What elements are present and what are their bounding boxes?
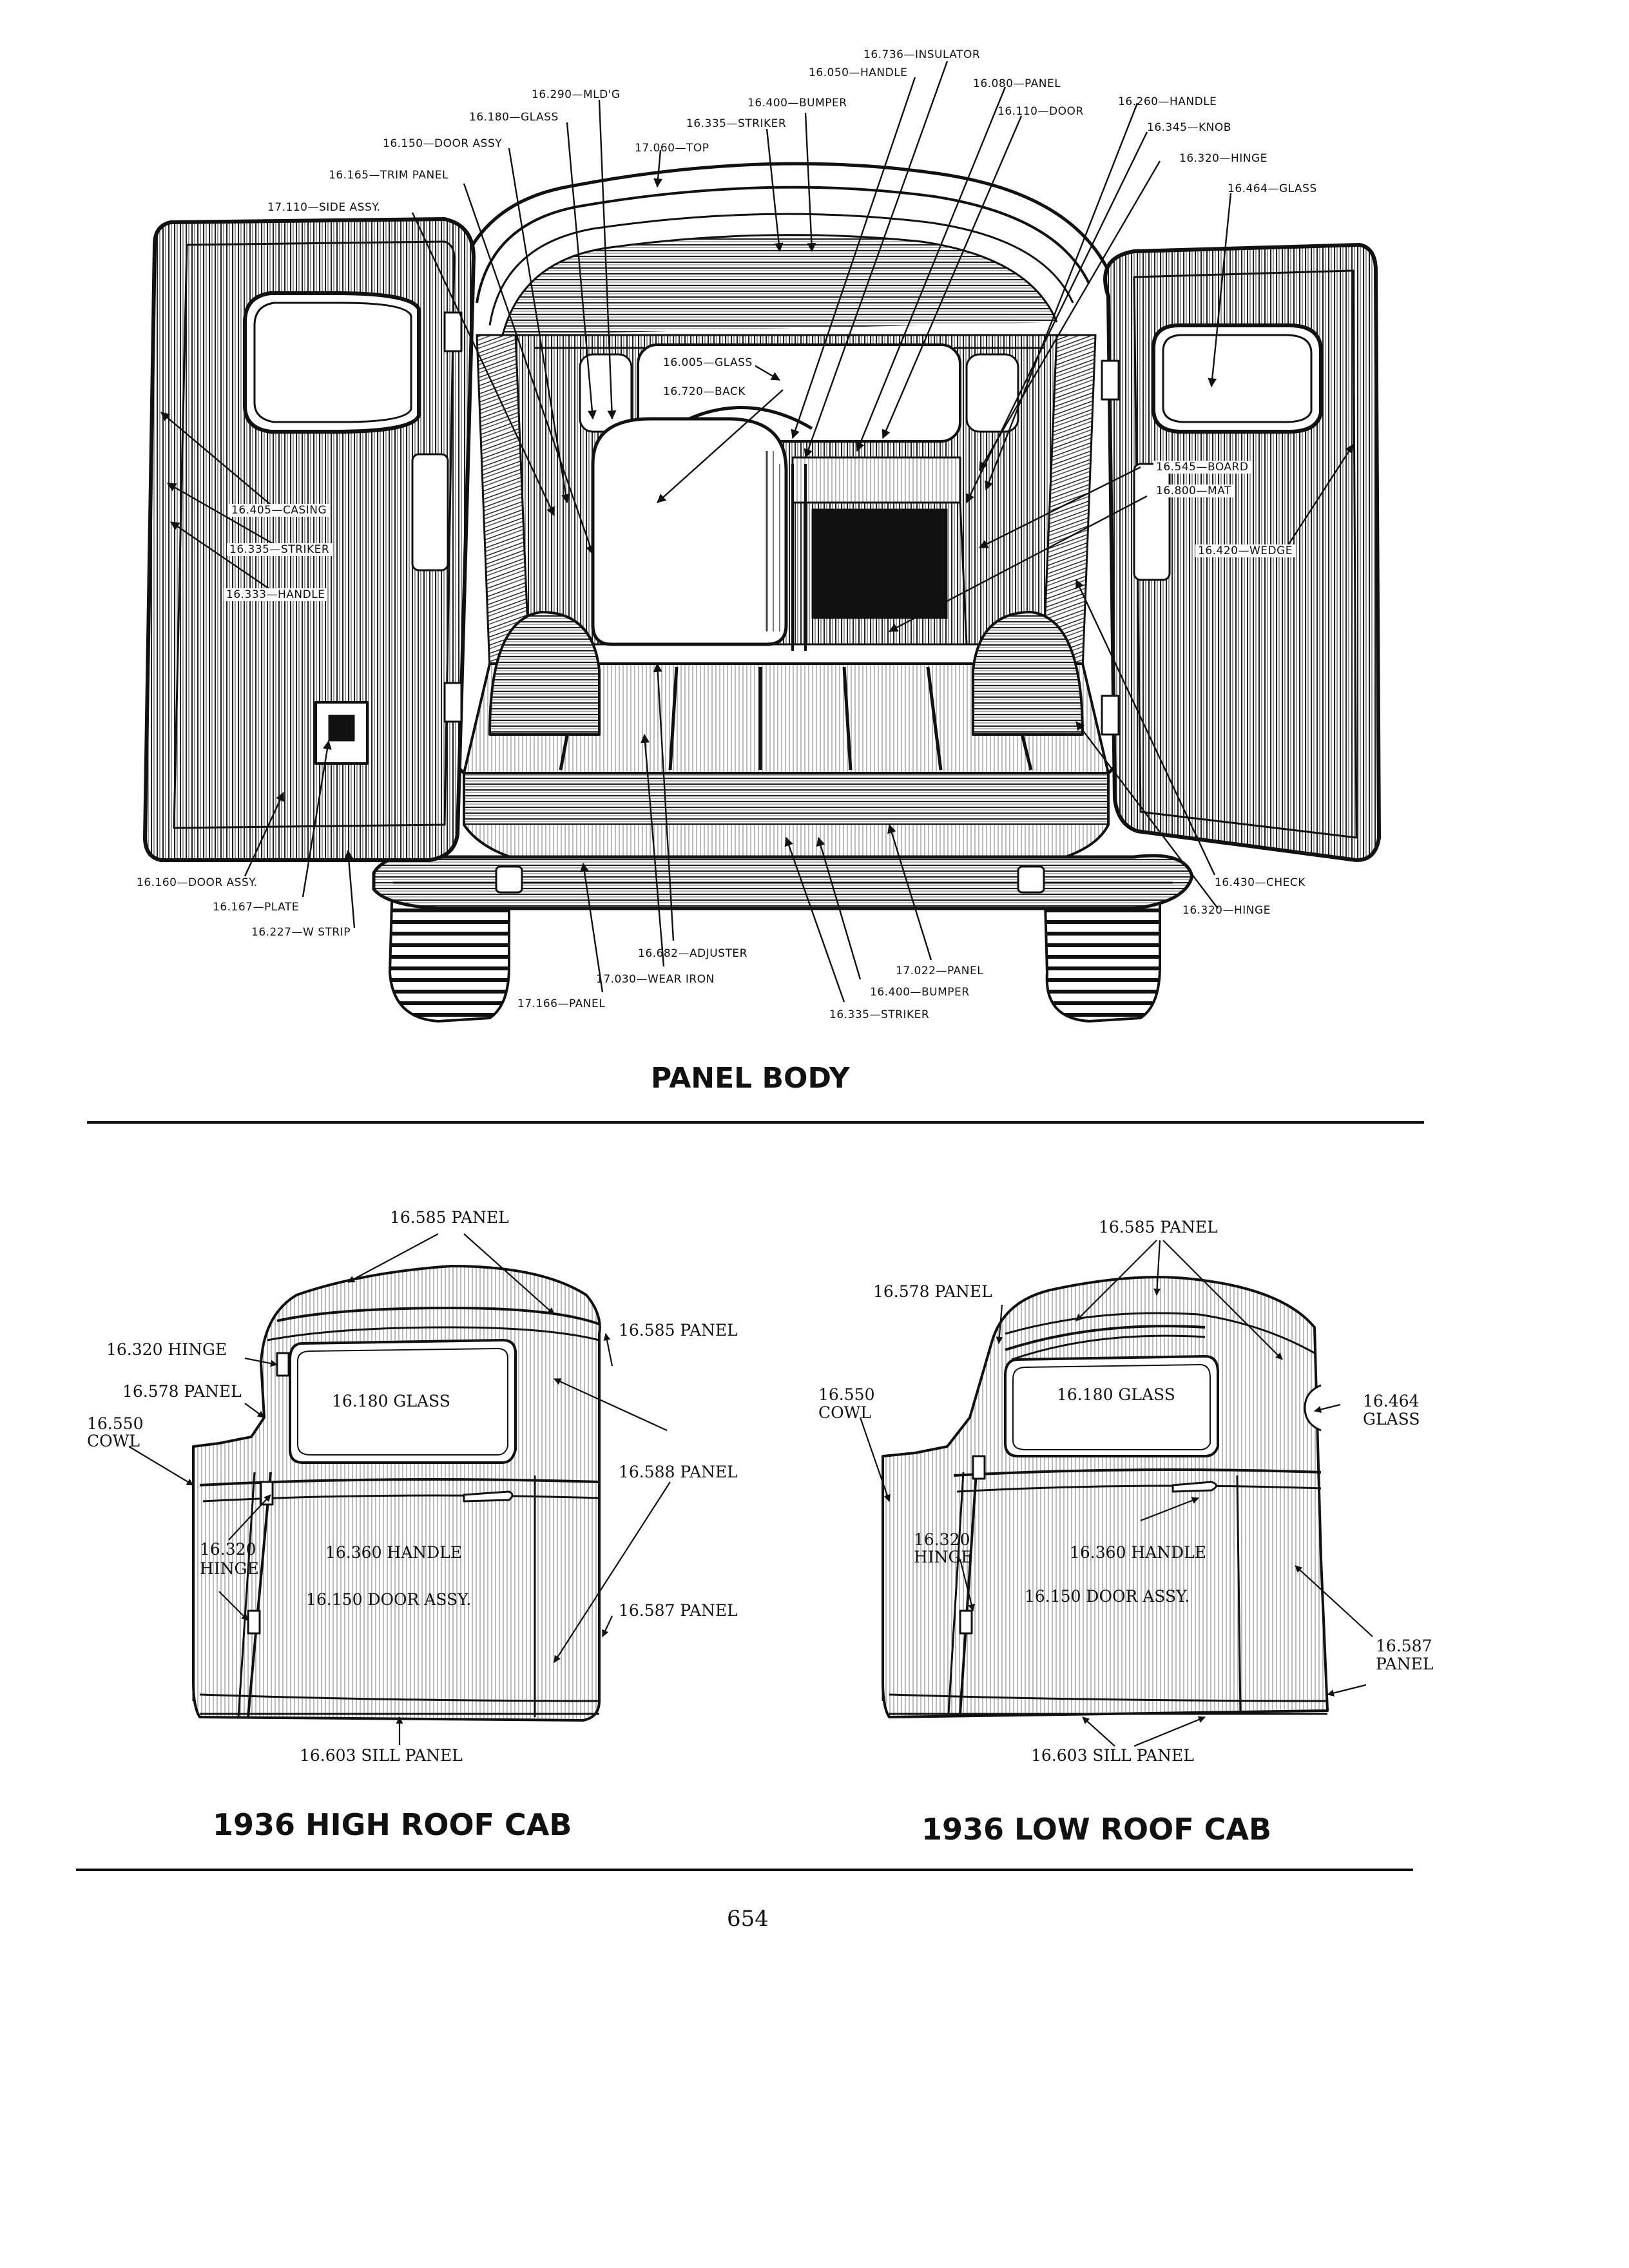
hr-label-hinge-top: 16.320 HINGE (106, 1340, 227, 1359)
lr-label-cowl-num: 16.550 (818, 1385, 875, 1404)
hr-label-panel-587: 16.587 PANEL (619, 1601, 738, 1620)
label-top: 17.060—TOP (635, 142, 709, 155)
hr-label-door-assy: 16.150 DOOR ASSY. (306, 1590, 472, 1609)
label-hinge-bottom: 16.320—HINGE (1182, 904, 1271, 917)
label-mat: 16.800—MAT (1153, 485, 1234, 497)
page-number: 654 (727, 1906, 769, 1932)
label-handle-left: 16.333—HANDLE (224, 588, 328, 601)
lr-label-cowl: COWL (818, 1403, 871, 1422)
label-handle-top: 16.050—HANDLE (809, 66, 908, 79)
label-glass-top: 16.180—GLASS (469, 111, 559, 124)
label-door-top: 16.110—DOOR (998, 105, 1084, 118)
label-casing: 16.405—CASING (229, 504, 330, 517)
label-w-strip: 16.227—W STRIP (251, 926, 351, 939)
lr-label-hinge-num: 16.320 (914, 1530, 970, 1549)
label-bumper-top: 16.400—BUMPER (747, 97, 847, 110)
lr-label-glass-464-num: 16.464 (1363, 1392, 1420, 1410)
hr-label-panel-578: 16.578 PANEL (122, 1382, 242, 1401)
label-glass-right: 16.464—GLASS (1228, 182, 1317, 195)
label-wear-iron: 17.030—WEAR IRON (596, 973, 715, 986)
label-check: 16.430—CHECK (1215, 876, 1306, 889)
label-mldg: 16.290—MLD'G (532, 88, 621, 101)
label-insulator: 16.736—INSULATOR (863, 48, 981, 61)
section-divider-1 (87, 1121, 1424, 1124)
label-side-assy: 17.110—SIDE ASSY. (267, 201, 381, 214)
label-plate: 16.167—PLATE (213, 901, 300, 914)
high-roof-title: 1936 HIGH ROOF CAB (213, 1807, 572, 1842)
hr-label-panel-right: 16.585 PANEL (619, 1321, 738, 1340)
section-divider-2 (76, 1869, 1413, 1871)
lr-label-glass-464: GLASS (1363, 1410, 1420, 1428)
label-wedge: 16.420—WEDGE (1195, 544, 1296, 557)
label-back: 16.720—BACK (660, 385, 748, 398)
low-roof-cab-illustration (859, 1240, 1373, 1747)
label-knob: 16.345—KNOB (1147, 121, 1231, 134)
hr-label-cowl: COWL (87, 1432, 140, 1450)
lr-label-glass: 16.180 GLASS (1057, 1385, 1175, 1404)
hr-label-hinge: HINGE (200, 1559, 259, 1578)
label-striker-bottom: 16.335—STRIKER (829, 1008, 930, 1021)
label-board: 16.545—BOARD (1153, 461, 1251, 474)
panel-body-illustration (143, 61, 1381, 1023)
label-door-assy-bottom: 16.160—DOOR ASSY. (137, 876, 258, 889)
label-adjuster: 16.682—ADJUSTER (638, 947, 747, 960)
hr-label-hinge-num: 16.320 (200, 1540, 256, 1559)
label-hinge-right: 16.320—HINGE (1179, 152, 1268, 165)
label-door-assy-top: 16.150—DOOR ASSY (383, 137, 503, 150)
lr-label-door-assy: 16.150 DOOR ASSY. (1025, 1587, 1190, 1606)
hr-label-sill: 16.603 SILL PANEL (300, 1746, 463, 1765)
hr-label-panel-top: 16.585 PANEL (390, 1208, 509, 1227)
label-striker-top: 16.335—STRIKER (686, 117, 787, 130)
label-striker-left: 16.335—STRIKER (227, 543, 333, 556)
label-bumper-bottom: 16.400—BUMPER (870, 986, 970, 999)
lr-label-panel-top: 16.585 PANEL (1099, 1218, 1218, 1236)
lr-label-sill: 16.603 SILL PANEL (1031, 1746, 1194, 1765)
high-roof-cab-illustration (128, 1233, 671, 1745)
lr-label-handle: 16.360 HANDLE (1070, 1543, 1207, 1562)
lr-label-panel-578: 16.578 PANEL (873, 1282, 992, 1301)
panel-body-title: PANEL BODY (651, 1062, 850, 1095)
low-roof-title: 1936 LOW ROOF CAB (921, 1812, 1272, 1847)
hr-label-panel-588: 16.588 PANEL (619, 1463, 738, 1481)
label-trim-panel: 16.165—TRIM PANEL (329, 169, 448, 182)
hr-label-handle: 16.360 HANDLE (325, 1543, 463, 1562)
label-panel-bottom-left: 17.166—PANEL (517, 997, 606, 1010)
label-glass-center: 16.005—GLASS (660, 356, 755, 369)
label-panel-top: 16.080—PANEL (973, 77, 1061, 90)
label-handle-right: 16.260—HANDLE (1118, 95, 1217, 108)
lr-label-panel-587-num: 16.587 (1376, 1637, 1432, 1655)
label-panel-bottom-right: 17.022—PANEL (896, 965, 984, 977)
lr-label-hinge: HINGE (914, 1548, 973, 1566)
lr-label-panel-587: PANEL (1376, 1655, 1434, 1673)
hr-label-glass: 16.180 GLASS (332, 1392, 450, 1410)
hr-label-cowl-num: 16.550 (87, 1414, 144, 1433)
